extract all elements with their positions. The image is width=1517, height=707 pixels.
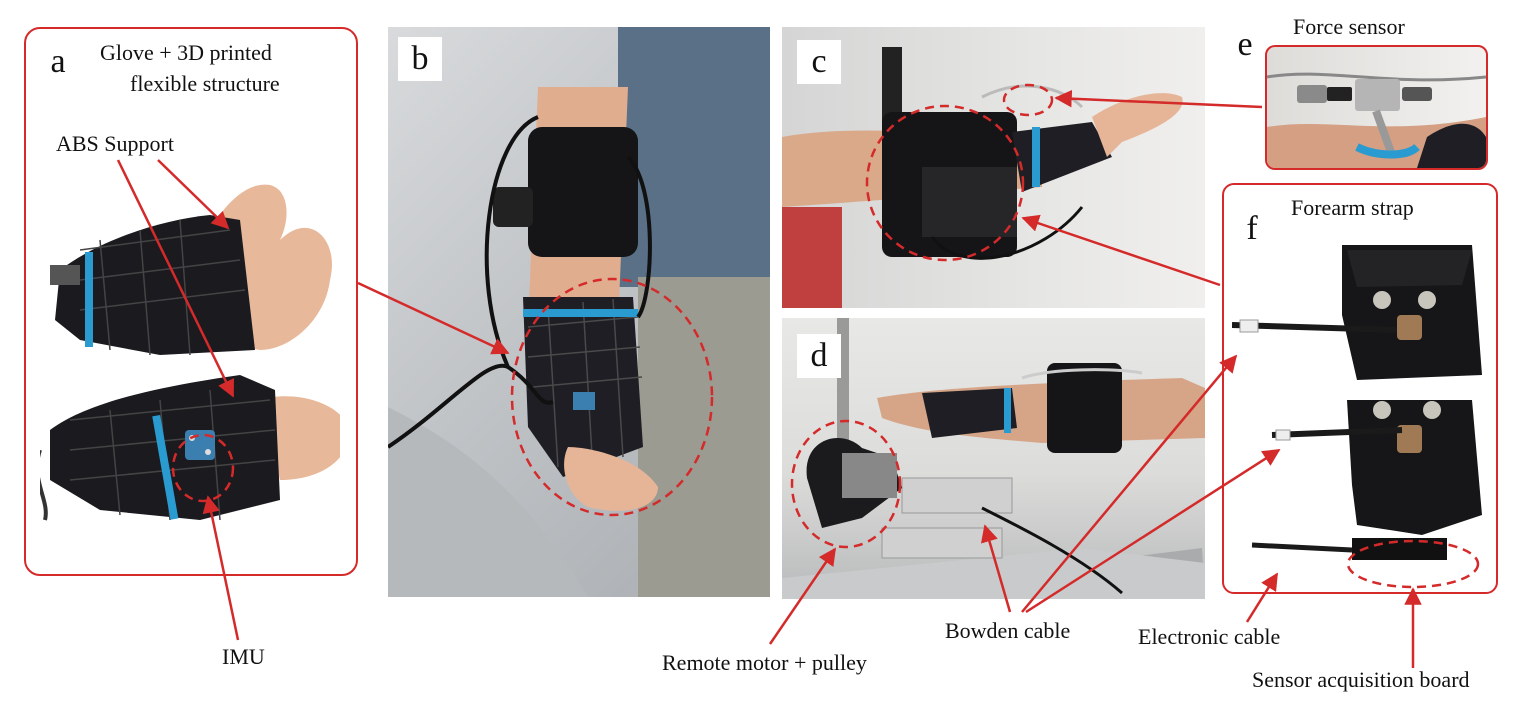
arrow-bowden-3	[1025, 448, 1281, 614]
arrow-imu	[202, 495, 240, 641]
arrow-electronic	[1245, 572, 1279, 623]
panel-b-photo	[388, 27, 770, 597]
remote-motor-label: Remote motor + pulley	[662, 650, 867, 675]
glove-d	[922, 388, 1017, 438]
dashed-circle-board	[1346, 539, 1480, 589]
blue-band-b	[523, 309, 638, 317]
glove-b	[523, 297, 643, 477]
panel-a-title-line1: Glove + 3D printed	[100, 40, 272, 65]
panel-a-frame	[24, 27, 358, 576]
sensor-board-label: Sensor acquisition board	[1252, 667, 1470, 692]
panel-d-letter: d	[797, 334, 841, 378]
lower-blue-band	[152, 414, 179, 520]
panel-a-photo	[40, 184, 340, 521]
panel-e-title: Force sensor	[1293, 14, 1405, 39]
panel-f-title: Forearm strap	[1291, 195, 1414, 220]
arrow-abs-2	[116, 159, 235, 398]
panel-c-photo	[782, 27, 1205, 308]
upper-blue-band	[85, 252, 93, 347]
arrow-force	[1054, 89, 1263, 109]
hand-b	[564, 447, 658, 511]
arrow-bowden-1	[980, 524, 1012, 613]
dashed-circle-force	[1002, 83, 1054, 117]
imu-label: IMU	[222, 644, 265, 669]
electronic-cable-label: Electronic cable	[1138, 624, 1281, 649]
panel-f-letter: f	[1246, 210, 1258, 247]
panel-f-photo	[1232, 245, 1482, 560]
panel-f-frame	[1222, 183, 1498, 594]
panel-a-letter: a	[50, 43, 66, 80]
forearm-strap-b	[528, 127, 638, 257]
panel-c-letter: c	[797, 40, 841, 84]
lower-hand-skin	[260, 396, 340, 480]
arrow-strap-f	[1021, 214, 1221, 287]
sensor-board	[1352, 538, 1447, 560]
force-sensor-body	[1355, 79, 1400, 111]
bowden-cable-label: Bowden cable	[945, 618, 1071, 643]
panel-e-frame	[1265, 45, 1488, 170]
trousers	[638, 277, 770, 597]
arrow-abs-1	[157, 159, 230, 230]
abs-support-label: ABS Support	[56, 131, 174, 156]
arrow-bowden-2	[1021, 354, 1238, 613]
arrow-motor	[768, 547, 837, 645]
panel-b-letter: b	[398, 37, 442, 81]
dashed-circle-imu	[171, 433, 235, 503]
shirt	[618, 27, 770, 287]
panel-e-letter: e	[1237, 26, 1253, 63]
upper-glove	[55, 215, 255, 355]
panel-a-title-line2: flexible structure	[130, 71, 280, 96]
hand-c	[1092, 93, 1183, 157]
dashed-circle-c	[865, 104, 1025, 262]
dashed-circle-b	[510, 277, 714, 517]
arrow-a-to-b	[357, 281, 510, 355]
dashed-circle-motor	[790, 419, 902, 549]
forearm-strap-d	[1047, 363, 1122, 453]
